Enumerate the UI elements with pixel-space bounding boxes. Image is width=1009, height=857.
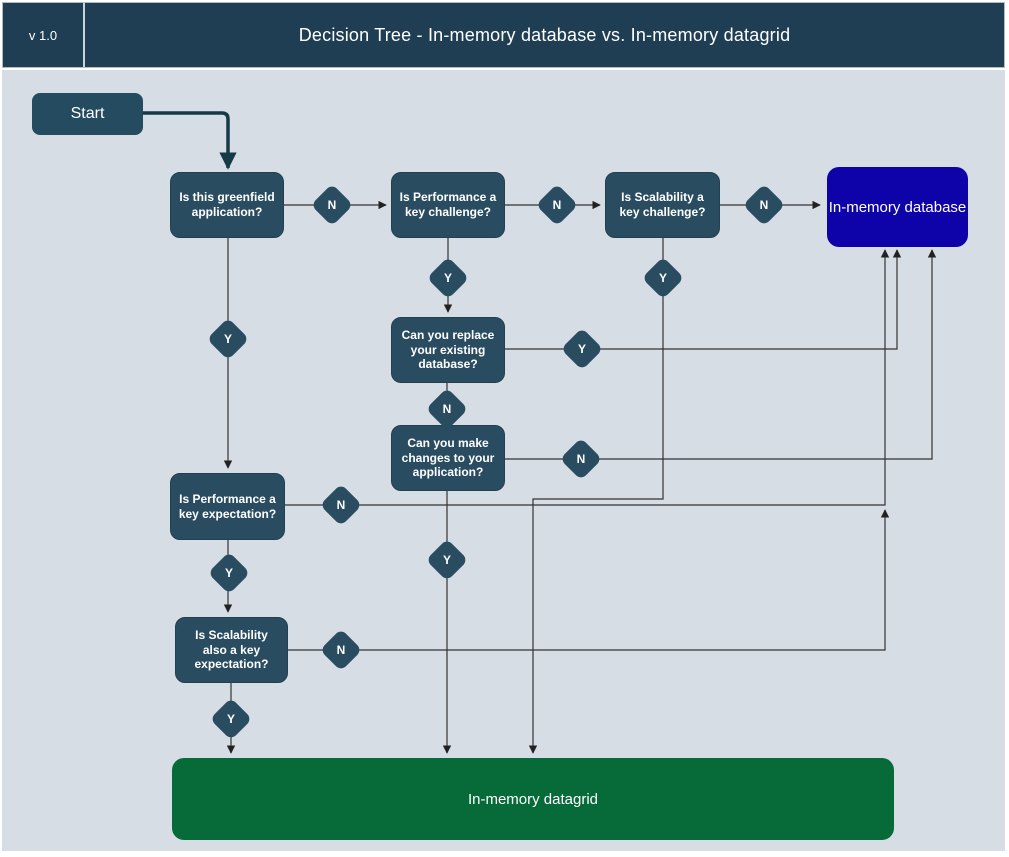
result-in-memory-database-label: In-memory database bbox=[828, 198, 967, 216]
question-scalability-expectation: Is Scalability also a key expectation? bbox=[175, 617, 288, 683]
branch-scalability-expectation-no: N bbox=[321, 630, 361, 670]
branch-scalability-expectation-yes: Y bbox=[211, 699, 251, 739]
branch-label: Y bbox=[658, 271, 667, 285]
start-label: Start bbox=[70, 105, 105, 122]
edge-scalability-expectation-no bbox=[288, 509, 890, 651]
branch-performance-challenge-yes: Y bbox=[428, 258, 468, 298]
branch-label: Y bbox=[443, 271, 452, 285]
branch-label: N bbox=[442, 402, 452, 416]
branch-label: Y bbox=[224, 566, 233, 580]
branch-greenfield-yes: Y bbox=[208, 319, 248, 359]
edge-start-to-greenfield bbox=[143, 111, 237, 170]
start-node: Start bbox=[32, 93, 143, 135]
branch-scalability-challenge-yes: Y bbox=[643, 258, 683, 298]
question-make-changes-label: Can you make changes to your application… bbox=[401, 436, 495, 480]
question-performance-expectation: Is Performance a key expectation? bbox=[170, 473, 285, 540]
edge-performance-expectation-no bbox=[285, 249, 890, 506]
flowchart-canvas: Start Is this greenfield application? Is… bbox=[2, 70, 1005, 851]
branch-label: N bbox=[327, 198, 337, 212]
question-performance-challenge-label: Is Performance a key challenge? bbox=[399, 190, 497, 219]
branch-label: Y bbox=[226, 712, 235, 726]
question-scalability-challenge-label: Is Scalability a key challenge? bbox=[619, 190, 706, 219]
edge-replace-db-yes bbox=[505, 249, 902, 350]
branch-label: Y bbox=[223, 332, 232, 346]
branch-performance-expectation-yes: Y bbox=[209, 553, 249, 593]
branch-make-changes-no: N bbox=[561, 439, 601, 479]
question-scalability-expectation-label: Is Scalability also a key expectation? bbox=[194, 628, 269, 672]
edge-make-changes-no bbox=[505, 249, 937, 460]
question-replace-database-label: Can you replace your existing database? bbox=[401, 328, 495, 372]
question-scalability-challenge: Is Scalability a key challenge? bbox=[605, 172, 720, 238]
edge-scalability-challenge-yes bbox=[528, 238, 664, 754]
question-performance-challenge: Is Performance a key challenge? bbox=[391, 172, 505, 238]
branch-label: N bbox=[552, 198, 562, 212]
branch-label: N bbox=[336, 643, 346, 657]
branch-label: Y bbox=[577, 342, 586, 356]
page-title: Decision Tree - In-memory database vs. I… bbox=[298, 24, 791, 45]
title-bar: v 1.0 Decision Tree - In-memory database… bbox=[2, 2, 1005, 68]
branch-label: N bbox=[336, 498, 346, 512]
branch-replace-database-yes: Y bbox=[562, 329, 602, 369]
branch-make-changes-yes: Y bbox=[427, 540, 467, 580]
version-badge: v 1.0 bbox=[3, 3, 85, 67]
question-replace-database: Can you replace your existing database? bbox=[391, 317, 505, 383]
result-in-memory-datagrid: In-memory datagrid bbox=[172, 758, 894, 840]
question-greenfield-label: Is this greenfield application? bbox=[179, 190, 275, 219]
question-greenfield: Is this greenfield application? bbox=[170, 172, 284, 238]
branch-performance-challenge-no: N bbox=[537, 185, 577, 225]
branch-replace-database-no: N bbox=[427, 389, 467, 429]
result-in-memory-database: In-memory database bbox=[827, 167, 968, 247]
question-performance-expectation-label: Is Performance a key expectation? bbox=[178, 491, 277, 521]
branch-greenfield-no: N bbox=[312, 185, 352, 225]
branch-scalability-challenge-no: N bbox=[744, 185, 784, 225]
question-make-changes: Can you make changes to your application… bbox=[391, 425, 505, 491]
branch-label: N bbox=[576, 452, 586, 466]
branch-label: Y bbox=[442, 553, 451, 567]
branch-label: N bbox=[759, 198, 769, 212]
result-in-memory-datagrid-label: In-memory datagrid bbox=[467, 790, 599, 808]
branch-performance-expectation-no: N bbox=[321, 485, 361, 525]
